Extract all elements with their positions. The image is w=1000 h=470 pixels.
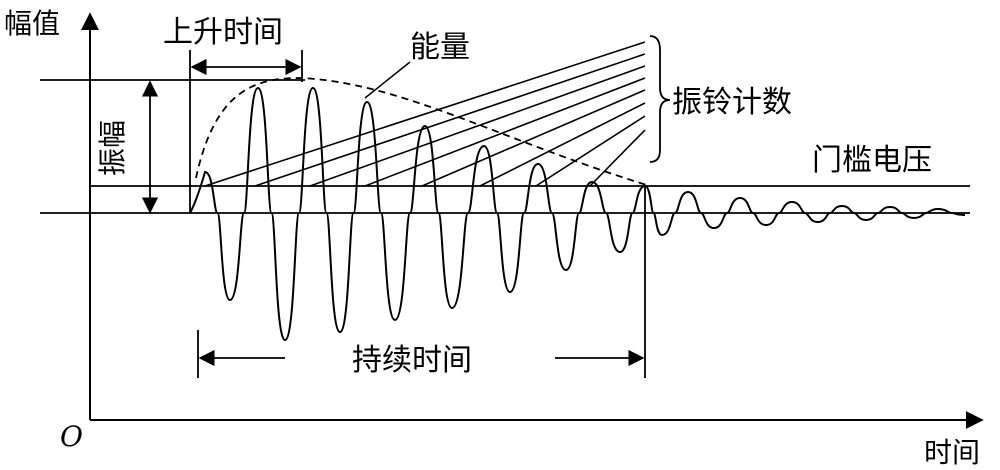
x-axis-label: 时间 — [924, 436, 980, 469]
energy-label: 能量 — [410, 30, 470, 65]
rise-time-label: 上升时间 — [163, 15, 283, 50]
threshold-voltage-label: 门槛电压 — [812, 143, 932, 178]
ring-count-line — [309, 65, 646, 187]
amplitude-label: 振幅 — [96, 120, 129, 176]
y-axis-label: 幅值 — [4, 7, 60, 40]
ring-count-line — [535, 115, 646, 187]
ring-count-line — [421, 89, 646, 187]
ring-count-lines — [204, 41, 646, 187]
duration-label: 持续时间 — [352, 343, 472, 378]
ring-count-label: 振铃计数 — [672, 85, 792, 120]
ring-count-line — [204, 41, 646, 187]
ring-count-line — [364, 77, 646, 187]
ring-count-line — [479, 102, 646, 187]
ring-count-line — [589, 129, 646, 187]
origin-label: O — [60, 420, 83, 453]
energy-envelope — [195, 77, 651, 187]
energy-pointer — [364, 61, 411, 99]
ring-count-brace — [649, 35, 671, 163]
ring-count-line — [254, 53, 646, 187]
signal-waveform — [189, 86, 966, 342]
